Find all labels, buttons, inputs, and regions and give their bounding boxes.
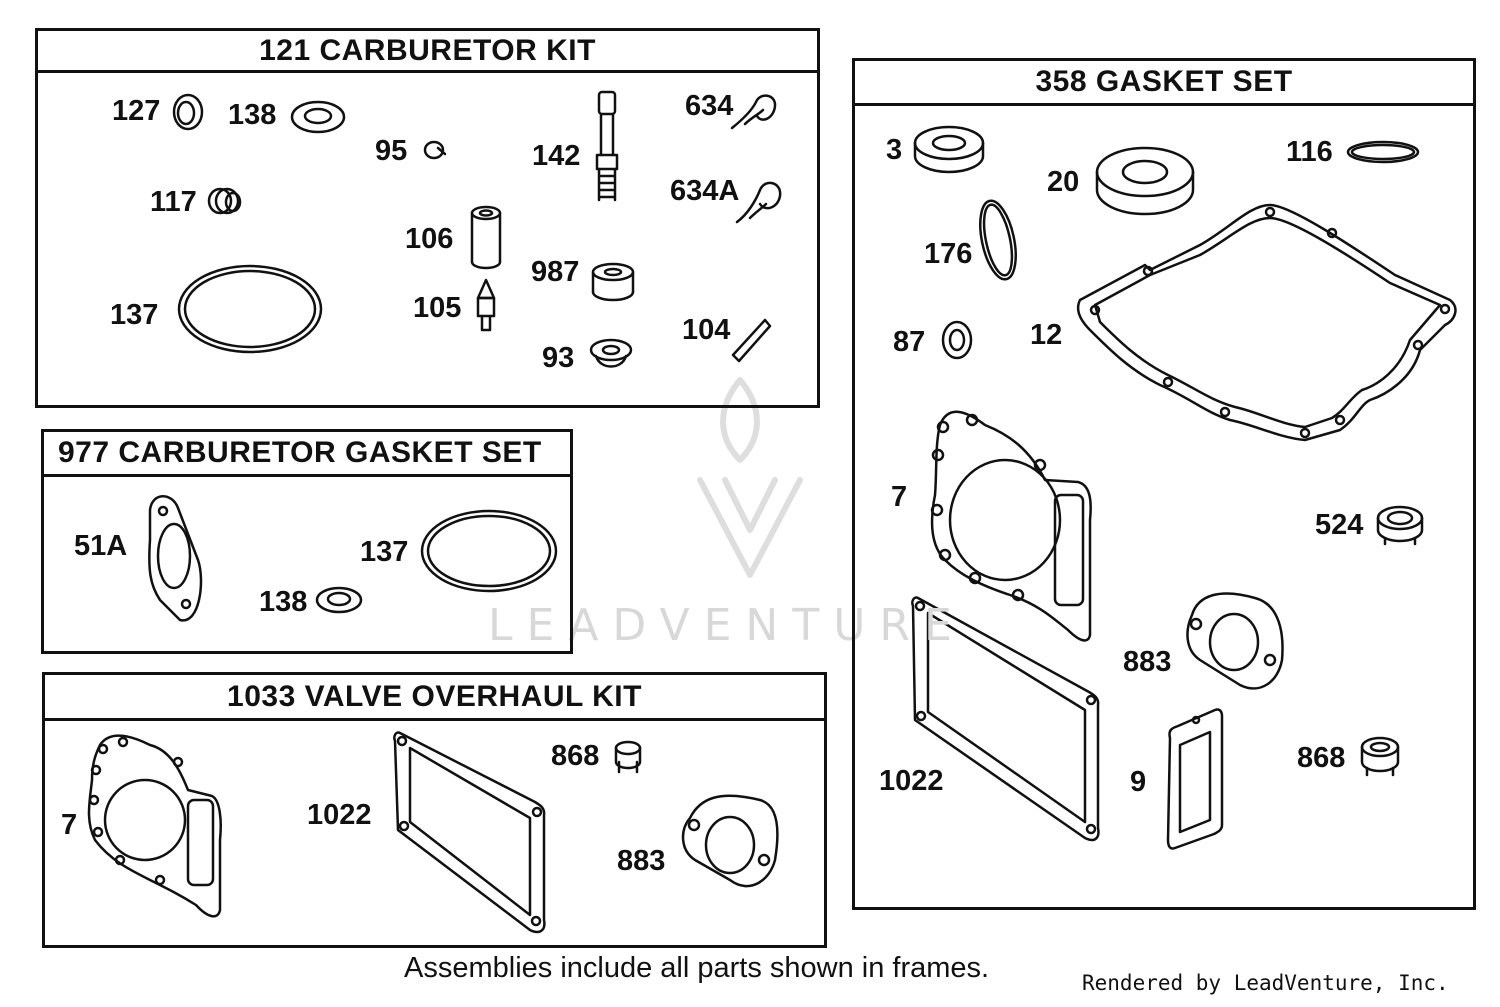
part-95-art xyxy=(423,140,447,160)
part-977-137-art xyxy=(420,509,558,593)
part-label-93[interactable]: 93 xyxy=(542,342,575,374)
part-label-137[interactable]: 137 xyxy=(110,299,159,331)
part-87-art xyxy=(941,320,973,360)
part-label-634[interactable]: 634 xyxy=(685,90,734,122)
part-label-883[interactable]: 883 xyxy=(1123,646,1172,678)
watermark-text: LEADVENTURE xyxy=(488,600,966,651)
part-20-art xyxy=(1095,146,1195,216)
part-label-127[interactable]: 127 xyxy=(112,95,161,127)
part-label-176[interactable]: 176 xyxy=(924,238,973,270)
render-credit: Rendered by LeadVenture, Inc. xyxy=(1082,971,1449,995)
watermark-logo xyxy=(697,377,803,578)
part-label-7[interactable]: 7 xyxy=(891,481,908,513)
valve-kit-frame: 1033 VALVE OVERHAUL KIT xyxy=(42,672,827,948)
part-3-art xyxy=(913,125,985,174)
part-label-1033-7[interactable]: 7 xyxy=(61,809,78,841)
part-987-art xyxy=(591,262,635,302)
part-1033-1022-art xyxy=(393,731,546,934)
part-label-104[interactable]: 104 xyxy=(682,314,731,346)
part-116-art xyxy=(1346,140,1420,164)
part-93-art xyxy=(589,338,633,368)
part-1033-7-art xyxy=(87,734,222,918)
part-176-art xyxy=(979,199,1017,281)
part-label-987[interactable]: 987 xyxy=(531,256,580,288)
part-label-3[interactable]: 3 xyxy=(886,134,903,166)
part-524-art xyxy=(1376,505,1424,546)
part-label-142[interactable]: 142 xyxy=(532,140,581,172)
part-358-868-art xyxy=(1360,736,1400,777)
carburetor-kit-frame: 121 CARBURETOR KIT xyxy=(35,28,820,408)
part-358-7-art xyxy=(930,410,1092,642)
part-137-art xyxy=(177,264,323,354)
part-138-art xyxy=(290,100,346,134)
part-label-1022[interactable]: 1022 xyxy=(879,765,944,797)
part-977-138-art xyxy=(315,586,363,614)
part-label-105[interactable]: 105 xyxy=(413,292,462,324)
part-label-117[interactable]: 117 xyxy=(150,186,197,218)
part-label-51A[interactable]: 51A xyxy=(74,530,128,562)
part-label-634A[interactable]: 634A xyxy=(670,175,740,207)
part-label-138[interactable]: 138 xyxy=(228,99,277,131)
part-label-868[interactable]: 868 xyxy=(1297,742,1346,774)
carb-gasket-set-title: 977 CARBURETOR GASKET SET xyxy=(44,432,570,477)
part-label-1033-883[interactable]: 883 xyxy=(617,845,666,877)
gasket-set-frame: 358 GASKET SET xyxy=(852,58,1476,910)
part-1033-883-art xyxy=(681,794,779,888)
part-358-883-art xyxy=(1186,592,1284,690)
part-label-1033-868[interactable]: 868 xyxy=(551,740,600,772)
part-label-977-138[interactable]: 138 xyxy=(259,586,308,618)
carburetor-kit-title: 121 CARBURETOR KIT xyxy=(38,31,817,73)
part-label-1033-1022[interactable]: 1022 xyxy=(307,799,372,831)
part-51A-art xyxy=(148,495,203,622)
part-358-1022-art xyxy=(911,596,1100,842)
part-142-art xyxy=(595,90,619,202)
part-label-524[interactable]: 524 xyxy=(1315,509,1364,541)
part-label-9[interactable]: 9 xyxy=(1130,766,1147,798)
part-label-87[interactable]: 87 xyxy=(893,326,926,358)
part-label-20[interactable]: 20 xyxy=(1047,166,1080,198)
part-label-12[interactable]: 12 xyxy=(1030,319,1063,351)
part-117-art xyxy=(207,187,242,215)
part-634-art xyxy=(730,94,777,130)
part-label-106[interactable]: 106 xyxy=(405,223,454,255)
part-1033-868-art xyxy=(614,740,642,774)
part-106-art xyxy=(470,205,502,270)
part-12-art xyxy=(1076,203,1457,442)
part-label-116[interactable]: 116 xyxy=(1286,136,1333,168)
part-127-art xyxy=(172,93,204,131)
part-label-977-137[interactable]: 137 xyxy=(360,536,409,568)
valve-kit-title: 1033 VALVE OVERHAUL KIT xyxy=(45,675,824,721)
part-label-95[interactable]: 95 xyxy=(375,135,408,167)
part-104-art xyxy=(731,318,772,363)
part-634A-art xyxy=(735,181,782,224)
part-105-art xyxy=(476,278,496,332)
carb-gasket-set-frame: 977 CARBURETOR GASKET SET xyxy=(41,429,573,654)
gasket-set-title: 358 GASKET SET xyxy=(855,61,1473,106)
assemblies-note: Assemblies include all parts shown in fr… xyxy=(404,952,990,984)
part-9-art xyxy=(1166,708,1224,850)
